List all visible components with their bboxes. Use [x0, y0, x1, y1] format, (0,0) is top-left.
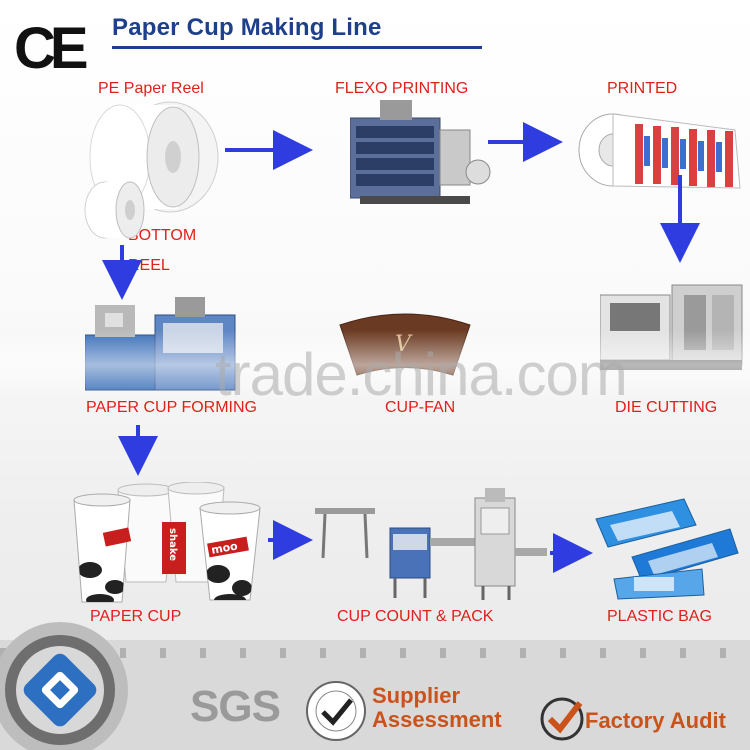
label-pe-paper-reel: PE Paper Reel [98, 80, 204, 97]
watermark-band [0, 330, 750, 400]
supplier-assessment-seal-icon [306, 681, 366, 741]
sgs-logo: SGS [190, 682, 281, 731]
label-paper-cup-forming: PAPER CUP FORMING [86, 399, 257, 416]
label-bottom: BOTTOM [128, 227, 197, 244]
watermark: trade.china.com [215, 341, 628, 408]
paper-cups-illustration: moo shake [73, 482, 261, 603]
cup-brand-text: moo [210, 539, 239, 556]
title-underline [112, 46, 482, 49]
label-printed: PRINTED [607, 80, 678, 97]
gear-emblem-icon [0, 622, 128, 750]
paper-reel-illustration [84, 101, 219, 239]
factory-audit-badge: Factory Audit [585, 708, 726, 733]
factory-audit-check-icon [540, 697, 584, 741]
plastic-bag-illustration [595, 498, 739, 600]
ce-mark: CE [14, 16, 89, 81]
label-flexo-printing: FLEXO PRINTING [335, 80, 469, 97]
supplier-line1: Supplier [372, 683, 461, 708]
cup-count-pack-machine [315, 488, 547, 600]
flexo-printing-machine [350, 100, 491, 204]
label-plastic-bag: PLASTIC BAG [607, 608, 712, 625]
label-cup-count-pack: CUP COUNT & PACK [337, 608, 494, 625]
printed-roll [578, 113, 741, 189]
label-paper-cup: PAPER CUP [90, 608, 182, 625]
supplier-assessment-badge: Supplier Assessment [372, 684, 502, 732]
label-cup-fan: CUP-FAN [385, 399, 456, 416]
label-die-cutting: DIE CUTTING [615, 399, 718, 416]
page-title: Paper Cup Making Line [112, 14, 382, 41]
footer-stripe [0, 648, 750, 658]
supplier-line2: Assessment [372, 707, 502, 732]
flow-arrows [102, 122, 700, 573]
cup-brand-text-2: shake [167, 528, 178, 561]
